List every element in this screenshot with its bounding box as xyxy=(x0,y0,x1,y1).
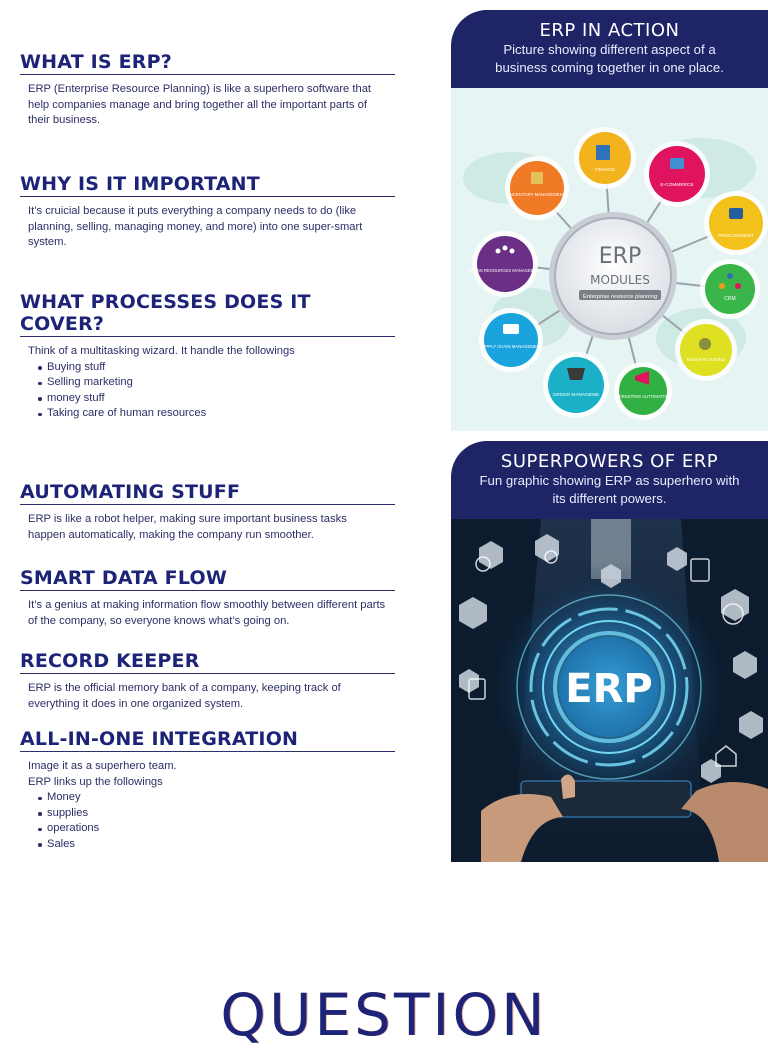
list-item: money stuff xyxy=(38,391,395,407)
erp-hero-graphic: ERP xyxy=(451,519,768,862)
list-item: Taking care of human resources xyxy=(38,406,395,422)
document-icon xyxy=(690,558,710,582)
erp-superhero-image: ERP xyxy=(451,519,768,862)
card-title: SUPERPOWERS OF ERP xyxy=(500,451,719,472)
section-processes: WHAT PROCESSES DOES IT COVER? Think of a… xyxy=(20,291,395,422)
erp-hub: ERP MODULES Enterprise resource planning xyxy=(549,212,677,340)
hub-title: ERP xyxy=(599,244,641,269)
erp-center-text: ERP xyxy=(565,666,652,712)
card-erp-in-action: ERP IN ACTION Picture showing different … xyxy=(451,10,768,431)
question-heading: QUESTION xyxy=(220,981,548,1049)
module-label: INVENTORY MANAGEMENT xyxy=(509,192,566,197)
card-title: ERP IN ACTION xyxy=(539,20,680,41)
module-order-management: ORDER MANAGEME xyxy=(543,352,609,418)
section-heading: ALL-IN-ONE INTEGRATION xyxy=(20,728,395,752)
section-body-line: ERP links up the followings xyxy=(28,775,163,788)
module-label: PROCUREMENT xyxy=(718,233,754,238)
integration-list: Money supplies operations Sales xyxy=(20,790,395,852)
section-body: ERP is like a robot helper, making sure … xyxy=(28,513,347,541)
card-caption: Fun graphic showing ERP as superhero wit… xyxy=(479,473,740,506)
team-icon xyxy=(544,550,558,564)
section-body: ERP (Enterprise Resource Planning) is li… xyxy=(28,83,372,127)
section-what-is-erp: WHAT IS ERP? ERP (Enterprise Resource Pl… xyxy=(20,51,395,129)
module-label: HUMAN RESOURCES MANAGEMENT xyxy=(467,268,544,273)
card-superpowers: SUPERPOWERS OF ERP Fun graphic showing E… xyxy=(451,441,768,862)
list-item: operations xyxy=(38,821,395,837)
section-body: It’s a genius at making information flow… xyxy=(28,599,386,627)
module-manufacturing: MANUFACTURING xyxy=(675,319,737,381)
list-item: Money xyxy=(38,790,395,806)
hr-icon xyxy=(495,245,515,254)
module-inventory: INVENTORY MANAGEMENT xyxy=(505,156,569,220)
section-body: ERP is the official memory bank of a com… xyxy=(28,682,341,710)
section-integration: ALL-IN-ONE INTEGRATION Image it as a sup… xyxy=(20,728,395,853)
ecommerce-icon xyxy=(670,158,684,169)
card-header: SUPERPOWERS OF ERP Fun graphic showing E… xyxy=(451,441,768,519)
module-supply-chain: SUPPLY CHAIN MANAGEMENT xyxy=(479,308,543,372)
list-item: Selling marketing xyxy=(38,375,395,391)
marketing-icon xyxy=(635,371,649,385)
module-label: MARKETING AUTOMATION xyxy=(615,394,671,399)
supply-chain-icon xyxy=(503,324,519,334)
erp-modules-image: ERP MODULES Enterprise resource planning… xyxy=(451,88,768,431)
finance-icon xyxy=(596,145,610,160)
section-heading: AUTOMATING STUFF xyxy=(20,481,395,505)
module-label: FINANCE xyxy=(595,167,615,172)
section-body-line: Image it as a superhero team. xyxy=(28,760,177,772)
section-heading: WHY IS IT IMPORTANT xyxy=(20,173,395,197)
module-label: MANUFACTURING xyxy=(687,357,726,362)
section-smart-data-flow: SMART DATA FLOW It’s a genius at making … xyxy=(20,567,395,629)
section-heading: SMART DATA FLOW xyxy=(20,567,395,591)
list-item: supplies xyxy=(38,806,395,822)
module-human-resources: HUMAN RESOURCES MANAGEMENT xyxy=(467,231,544,297)
order-icon xyxy=(567,368,585,380)
people-icon xyxy=(475,556,491,572)
hub-subtitle: MODULES xyxy=(590,273,650,287)
list-item: Buying stuff xyxy=(38,360,395,376)
section-body: Think of a multitasking wizard. It handl… xyxy=(28,345,295,357)
section-why-important: WHY IS IT IMPORTANT It’s cruicial becaus… xyxy=(20,173,395,251)
gear-icon xyxy=(722,603,744,625)
module-marketing-automation: MARKETING AUTOMATION xyxy=(614,362,672,420)
outline-icons xyxy=(468,550,744,767)
inventory-icon xyxy=(531,172,543,184)
module-label: CRM xyxy=(724,296,735,302)
hub-banner: Enterprise resource planning xyxy=(583,294,657,300)
section-heading: RECORD KEEPER xyxy=(20,650,395,674)
module-ecommerce: E-COMMERCE xyxy=(644,141,710,207)
section-automating: AUTOMATING STUFF ERP is like a robot hel… xyxy=(20,481,395,543)
section-heading: WHAT PROCESSES DOES IT COVER? xyxy=(20,291,395,337)
crm-icon xyxy=(719,273,741,289)
card-header: ERP IN ACTION Picture showing different … xyxy=(451,10,768,88)
erp-rings xyxy=(516,594,702,780)
erp-modules-diagram: ERP MODULES Enterprise resource planning… xyxy=(463,127,768,420)
card-caption: Picture showing different aspect of a bu… xyxy=(495,42,724,75)
hands-tablet xyxy=(481,774,768,862)
module-finance: FINANCE xyxy=(574,127,636,189)
section-heading: WHAT IS ERP? xyxy=(20,51,395,75)
procurement-icon xyxy=(729,208,743,219)
module-label: SUPPLY CHAIN MANAGEMENT xyxy=(479,344,542,349)
module-procurement: PROCUREMENT xyxy=(704,191,768,255)
section-record-keeper: RECORD KEEPER ERP is the official memory… xyxy=(20,650,395,712)
process-list: Buying stuff Selling marketing money stu… xyxy=(20,360,395,422)
left-hand xyxy=(481,794,563,862)
list-item: Sales xyxy=(38,837,395,853)
module-crm: CRM xyxy=(700,259,760,319)
module-label: E-COMMERCE xyxy=(660,182,693,188)
right-hand xyxy=(681,781,768,862)
section-body: Image it as a superhero team. ERP links u… xyxy=(20,752,395,790)
section-body: It’s cruicial because it puts everything… xyxy=(28,205,363,249)
module-label: ORDER MANAGEME xyxy=(553,392,600,398)
clipboard-icon xyxy=(468,678,486,700)
shield-icon xyxy=(715,745,737,767)
manufacturing-icon xyxy=(699,338,711,350)
finger xyxy=(561,774,575,799)
